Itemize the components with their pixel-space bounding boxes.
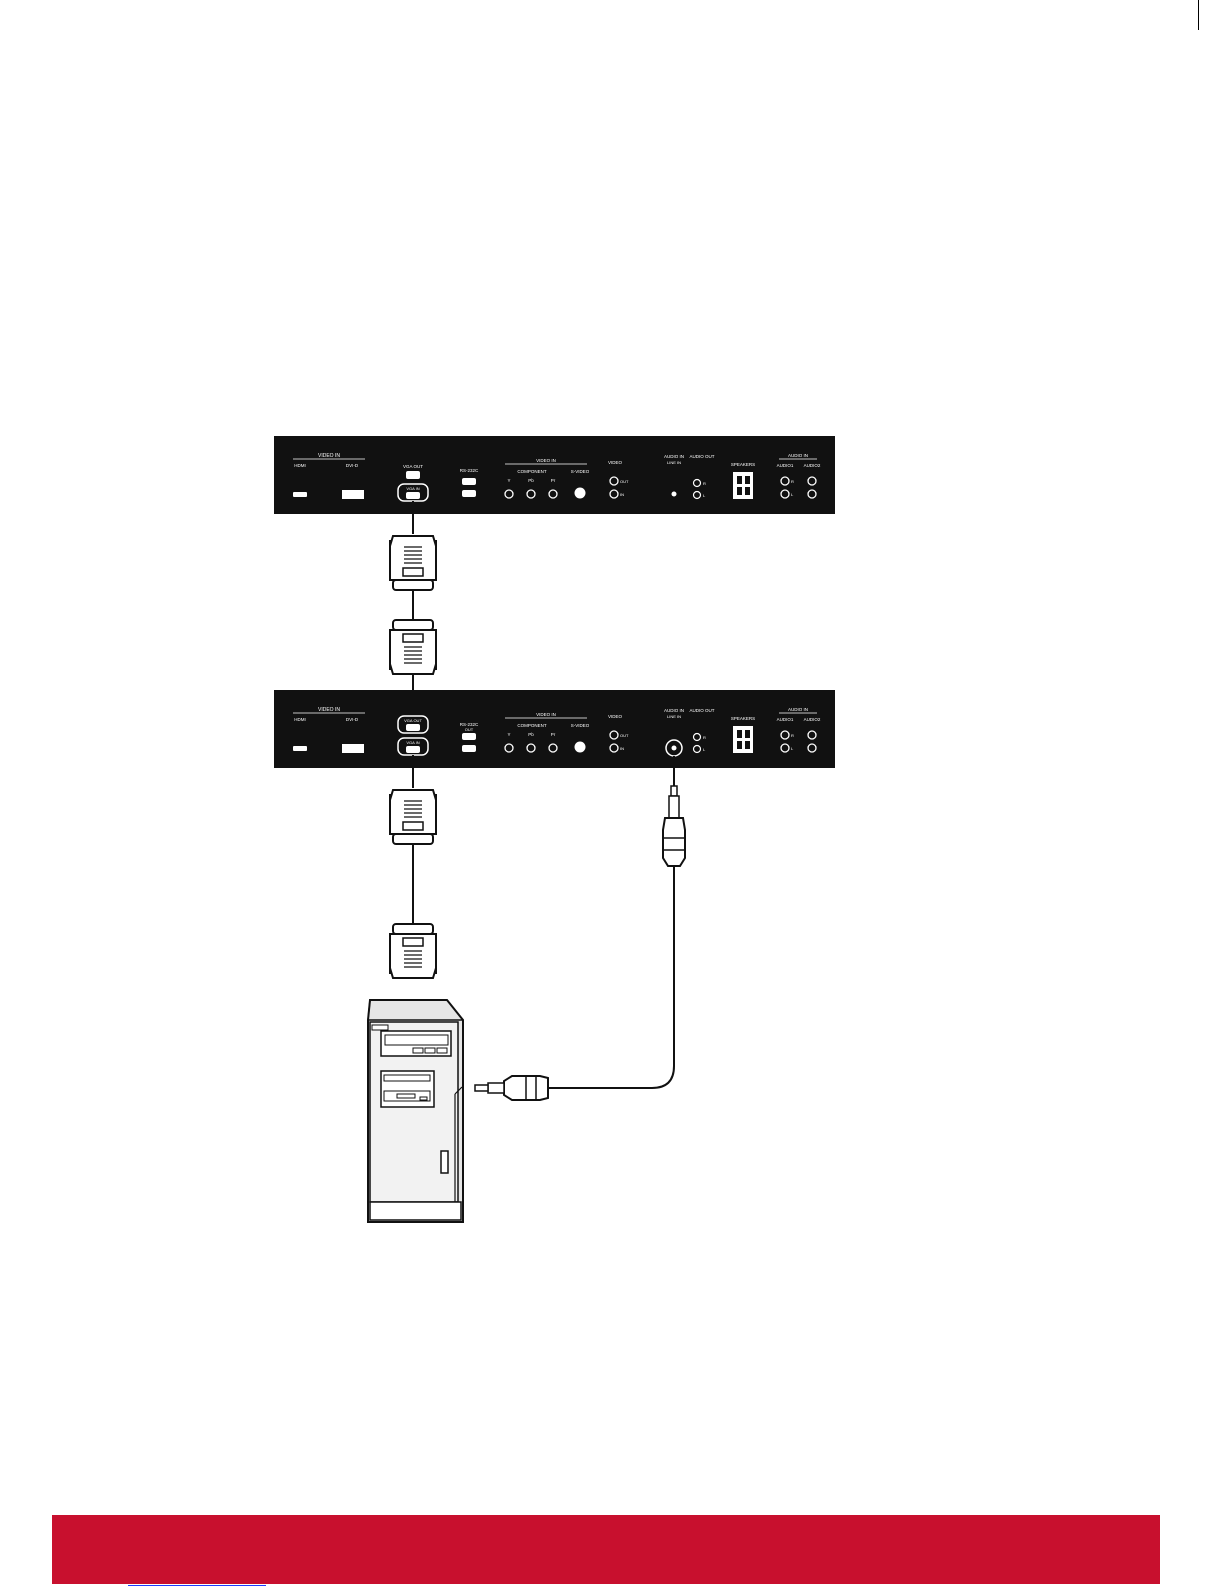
dvi-label: DVI-D: [346, 463, 359, 468]
vga-out-port: [406, 471, 420, 479]
rs232c-out-port: [462, 733, 476, 740]
vga-in-label: VGA IN: [406, 740, 419, 745]
audio-out-label: AUDIO OUT: [689, 708, 714, 713]
vga-out-port: [406, 724, 420, 731]
audio-jack-icon: [474, 1075, 549, 1101]
audio-in-label-2: AUDIO IN: [788, 707, 808, 712]
component-label: COMPONENT: [517, 723, 547, 728]
audio1-l-label: L: [791, 746, 794, 751]
pb-label: Pb: [528, 732, 534, 737]
vga-plug-icon: [389, 619, 437, 675]
pr-label: Pr: [551, 478, 556, 483]
component-label: COMPONENT: [517, 469, 547, 474]
hdmi-label: HDMI: [294, 463, 306, 468]
y-label: Y: [507, 478, 510, 483]
rs232c-label: RS-232C: [460, 468, 479, 473]
video-label: VIDEO: [608, 460, 623, 465]
video-in-label-2: VIDEO IN: [536, 712, 556, 717]
video-in-label: VIDEO IN: [318, 707, 340, 713]
display-panel-1: VIDEO IN HDMI DVI-D VGA OUT VGA IN RS-23…: [274, 436, 835, 514]
line-in-port: [671, 491, 677, 497]
audio-jack-icon: [662, 785, 686, 867]
speakers-label: SPEAKERS: [731, 462, 755, 467]
audio-cable: [474, 756, 686, 1101]
audio-out-l-label: L: [703, 493, 706, 498]
vga-plug-icon: [389, 789, 437, 845]
in-label: IN: [620, 492, 624, 497]
vga-in-port: [406, 492, 420, 499]
vga-in-label: VGA IN: [406, 486, 419, 491]
audio2-label: AUDIO2: [804, 463, 821, 468]
video-in-label: VIDEO IN: [318, 453, 340, 459]
top-rule: [1198, 0, 1199, 30]
computer-tower-icon: [367, 999, 464, 1223]
rs232c-label: RS-232C: [460, 722, 479, 727]
display-panel-2: VIDEO IN HDMI DVI-D VGA OUT VGA IN RS-23…: [274, 690, 835, 768]
hdmi-port: [293, 746, 307, 751]
pr-label: Pr: [551, 732, 556, 737]
y-label: Y: [507, 732, 510, 737]
vga-out-label: VGA OUT: [403, 464, 423, 469]
vga-out-label: VGA OUT: [404, 718, 422, 723]
video-label: VIDEO: [608, 714, 623, 719]
dvi-label: DVI-D: [346, 717, 359, 722]
svideo-label: S-VIDEO: [571, 723, 590, 728]
line-in-label: LINE IN: [667, 714, 681, 719]
hdmi-label: HDMI: [294, 717, 306, 722]
svideo-label: S-VIDEO: [571, 469, 590, 474]
audio-out-label: AUDIO OUT: [689, 454, 714, 459]
audio2-label: AUDIO2: [804, 717, 821, 722]
in-label: IN: [620, 746, 624, 751]
vga-plug-icon: [389, 535, 437, 591]
audio-in-label: AUDIO IN: [664, 708, 684, 713]
out-label: OUT: [620, 479, 629, 484]
audio-in-label: AUDIO IN: [664, 454, 684, 459]
pb-label: Pb: [528, 478, 534, 483]
audio-out-r-label: R: [703, 481, 706, 486]
vga-cable-1: [389, 501, 437, 716]
rs232c-in-port: [462, 745, 476, 752]
rs232c-in-port: [462, 490, 476, 497]
audio1-r-label: R: [791, 479, 794, 484]
speakers-label: SPEAKERS: [731, 716, 755, 721]
audio-out-r-label: R: [703, 735, 706, 740]
line-in-label: LINE IN: [667, 460, 681, 465]
audio1-l-label: L: [791, 492, 794, 497]
line-in-port: [671, 745, 677, 751]
vga-in-port: [406, 746, 420, 753]
audio-in-label-2: AUDIO IN: [788, 453, 808, 458]
rs232c-out-port: [462, 478, 476, 485]
audio-out-l-label: L: [703, 747, 706, 752]
out-label: OUT: [620, 733, 629, 738]
video-in-label-2: VIDEO IN: [536, 458, 556, 463]
vga-out-highlight: [397, 715, 429, 734]
audio1-label: AUDIO1: [777, 717, 794, 722]
dvi-port: [342, 490, 364, 499]
dvi-port: [342, 744, 364, 753]
vga-cable-2: [389, 755, 437, 979]
rs-out-label: OUT: [465, 727, 474, 732]
vga-plug-icon: [389, 923, 437, 979]
footer-bar: [52, 1515, 1160, 1584]
audio1-r-label: R: [791, 733, 794, 738]
audio1-label: AUDIO1: [777, 463, 794, 468]
hdmi-port: [293, 492, 307, 497]
